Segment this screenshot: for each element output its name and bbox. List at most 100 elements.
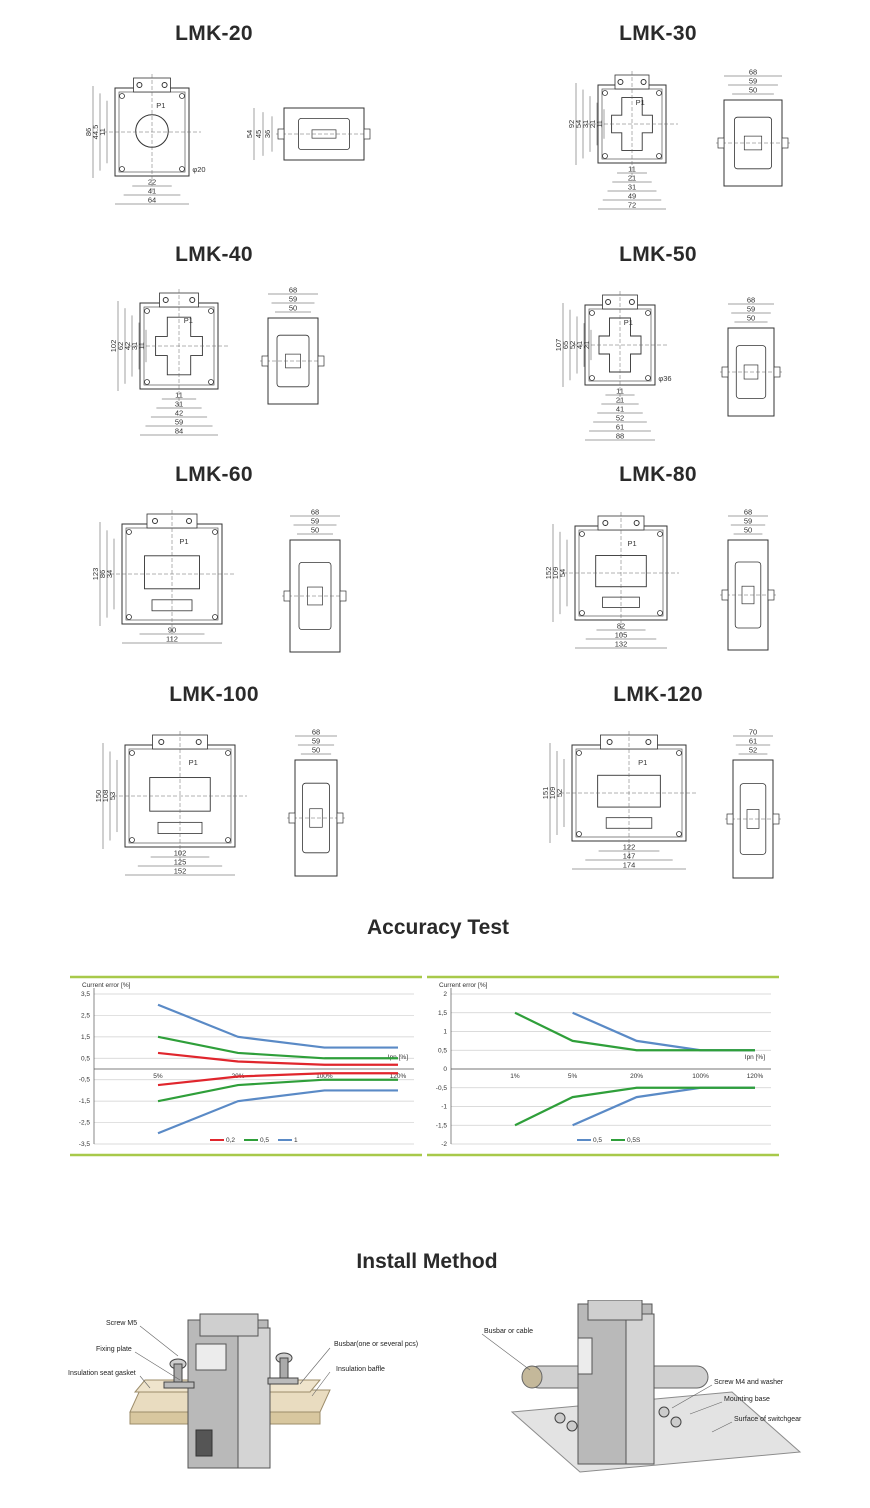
dimension-label: 50 xyxy=(311,526,319,535)
x-tick-label: 1% xyxy=(510,1073,520,1080)
mounting-hole xyxy=(576,750,582,756)
y-tick-label: 3,5 xyxy=(81,991,90,998)
side-flange xyxy=(717,137,725,149)
terminal-label: P1 xyxy=(184,316,193,325)
y-tick-label: 1,5 xyxy=(438,1010,447,1017)
dimension-label: 52 xyxy=(616,414,624,423)
dimension-label: 62 xyxy=(116,342,125,350)
terminal-label: P1 xyxy=(156,101,165,110)
side-flange xyxy=(363,128,371,140)
mounting-hole xyxy=(225,750,231,756)
y-tick-label: 0,5 xyxy=(81,1055,90,1062)
dimension-label: 44.5 xyxy=(91,125,100,140)
y-tick-label: -2,5 xyxy=(79,1120,91,1127)
dimension-label: 22 xyxy=(148,178,156,187)
dimension-label: 50 xyxy=(744,526,752,535)
dimension-label: 72 xyxy=(628,201,636,210)
terminal-screw xyxy=(605,299,612,305)
x-tick-label: 100% xyxy=(692,1073,709,1080)
dimension-label: 54 xyxy=(574,120,583,128)
legend-label: 0,5S xyxy=(627,1137,641,1144)
model-title: LMK-50 xyxy=(619,243,697,266)
dimension-label: 125 xyxy=(174,858,187,867)
mounting-hole xyxy=(179,166,185,172)
terminal-screw xyxy=(602,520,609,526)
dimension-label: 31 xyxy=(175,400,183,409)
mounting-hole xyxy=(657,610,663,616)
label-busbar: Busbar(one or several pcs) xyxy=(334,1341,419,1348)
dimension-label: 59 xyxy=(311,517,319,526)
mounting-hole xyxy=(656,153,662,159)
terminal-screw xyxy=(606,739,613,745)
terminal-screw xyxy=(162,297,169,303)
mounting-hole xyxy=(129,750,135,756)
label-screw-m4: Screw M4 and washer xyxy=(714,1379,784,1386)
terminal-screw xyxy=(195,739,202,745)
series-line xyxy=(157,1078,398,1103)
dimension-label: 36 xyxy=(263,130,272,138)
mounting-hole xyxy=(576,831,582,837)
dimension-label: 59 xyxy=(747,305,755,314)
hole-label: φ20 xyxy=(192,165,205,174)
model-title: LMK-60 xyxy=(175,463,253,486)
series-line xyxy=(157,1051,398,1066)
x-tick-label: 5% xyxy=(153,1073,163,1080)
mounting-hole xyxy=(144,308,150,314)
label-mounting-base: Mounting base xyxy=(724,1396,770,1403)
dimension-label: 50 xyxy=(312,746,320,755)
side-view-clip xyxy=(309,808,323,828)
series-line xyxy=(157,1035,398,1060)
dimension-label: 45 xyxy=(254,130,263,138)
terminal-label: P1 xyxy=(627,539,636,548)
dimension-label: 11 xyxy=(137,342,146,350)
dimension-label: 107 xyxy=(554,339,563,352)
terminal-label: P1 xyxy=(179,537,188,546)
dimension-label: 42 xyxy=(175,409,183,418)
dimension-label: 31 xyxy=(581,120,590,128)
install-left-illustration xyxy=(129,1313,331,1469)
dimension-label: 84 xyxy=(175,427,183,436)
mounting-hole xyxy=(126,614,132,620)
dimension-label: 150 xyxy=(94,790,103,803)
side-flange xyxy=(336,812,344,824)
terminal-screw xyxy=(136,82,143,88)
mounting-hole xyxy=(119,93,125,99)
accuracy-test-title: Accuracy Test xyxy=(366,916,510,939)
label-surface-of-switchgear: Surface of switchgear xyxy=(734,1416,802,1423)
y-tick-label: 1 xyxy=(443,1029,447,1036)
terminal-screw xyxy=(152,518,158,524)
dimension-label: 82 xyxy=(617,622,625,631)
side-flange xyxy=(339,590,347,602)
series-line xyxy=(514,1011,755,1052)
mounting-hole xyxy=(579,531,585,537)
model-title: LMK-20 xyxy=(175,22,253,45)
dimension-label: 59 xyxy=(175,418,183,427)
dimension-label: 68 xyxy=(289,286,297,295)
side-flange xyxy=(283,590,291,602)
mounting-hole xyxy=(645,375,651,381)
hole-label: φ36 xyxy=(658,374,671,383)
legend-label: 0,2 xyxy=(226,1137,235,1144)
side-flange xyxy=(773,366,781,378)
mounting-hole xyxy=(602,90,608,96)
dimension-label: 92 xyxy=(567,120,576,128)
mounting-hole xyxy=(589,375,595,381)
y-axis-label: Current error [%] xyxy=(439,982,488,989)
terminal-screw xyxy=(645,739,652,745)
label-insulation-seat-gasket: Insulation seat gasket xyxy=(68,1370,136,1377)
dimension-label: 31 xyxy=(130,342,139,350)
y-tick-label: -0,5 xyxy=(436,1085,448,1092)
dimension-label: 151 xyxy=(541,787,550,800)
dimension-label: 152 xyxy=(544,567,553,580)
dimension-label: 34 xyxy=(105,570,114,578)
terminal-label: P1 xyxy=(638,758,647,767)
dimension-label: 61 xyxy=(616,423,624,432)
